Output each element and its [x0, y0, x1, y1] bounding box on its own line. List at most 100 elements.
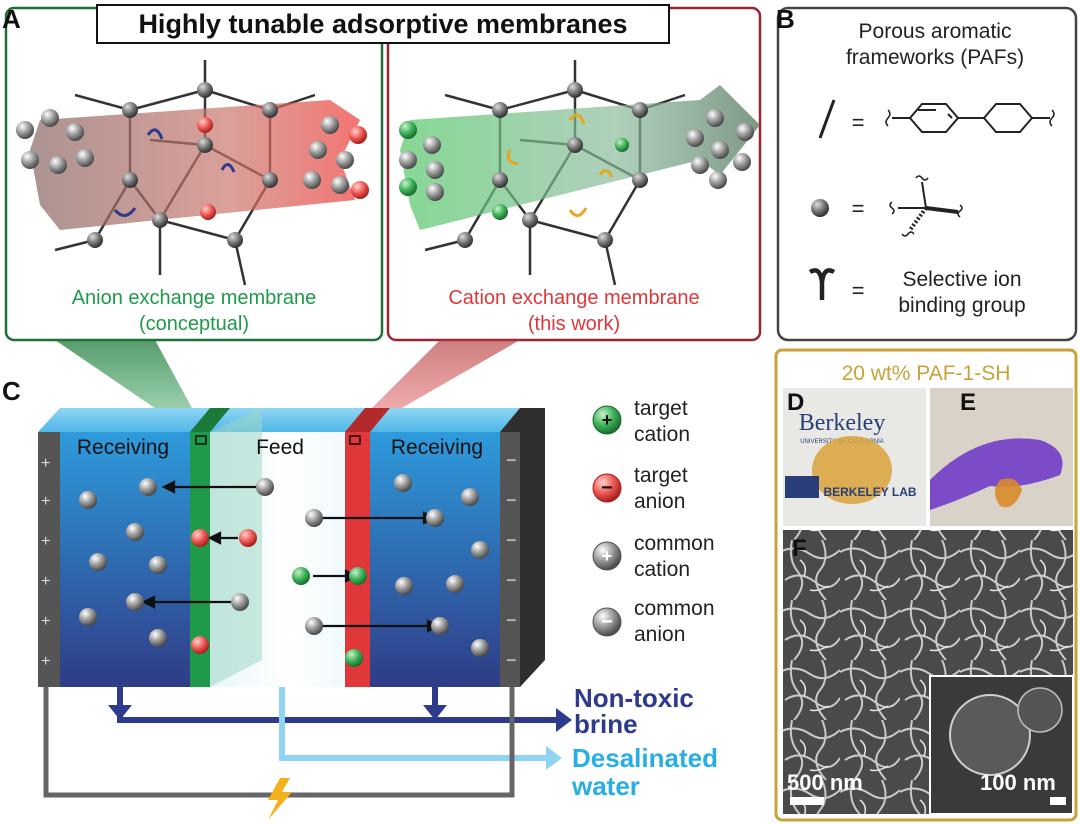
ion-legend: + target cation − target anion + common … [592, 397, 715, 646]
anion-lattice-nodes [87, 82, 278, 248]
svg-text:+: + [602, 410, 613, 430]
svg-text:+: + [41, 653, 50, 670]
common-anion-icon [592, 607, 622, 637]
brine-label-line1: Non-toxic [574, 683, 694, 713]
gloved-hand [930, 438, 1063, 510]
panel-b: Porous aromatic frameworks (PAFs) = = [776, 6, 1078, 342]
svg-text:+: + [41, 573, 50, 590]
legend-target-cation-1: target [634, 397, 688, 420]
water-line [279, 687, 550, 761]
water-label-line2: water [571, 771, 640, 801]
cation-flow-arrow [400, 85, 760, 230]
right-electrode-face [500, 432, 520, 687]
binding-group-label-line1: Selective ion [902, 268, 1021, 291]
cell-ions [79, 474, 489, 667]
left-receiving-chamber [60, 432, 190, 687]
cation-right-ions [686, 109, 754, 189]
svg-text:+: + [602, 546, 613, 566]
receiving-right-label: Receiving [391, 436, 483, 459]
binding-group-symbol [808, 268, 836, 300]
legend-common-cation-2: cation [634, 558, 690, 581]
brine-arrow-head [556, 708, 572, 732]
anion-left-ions [16, 109, 94, 174]
svg-text:−: − [506, 570, 517, 590]
brine-label-line2: brine [574, 709, 638, 739]
paf-title-line1: Porous aromatic [859, 20, 1012, 43]
anion-membrane-top [190, 408, 230, 432]
left-electrode-plus-signs: + + + + + + [41, 455, 50, 670]
left-electrode [38, 432, 60, 687]
panel-label-f: F [792, 535, 807, 562]
panel-c: C +++ +++ −−− −−− Receiving Feed Rec [2, 376, 718, 820]
water-arrow-head [546, 746, 562, 770]
panel-label-b: B [776, 4, 795, 34]
svg-text:−: − [601, 611, 613, 633]
equals-sign-1: = [852, 110, 865, 135]
paf-membrane-disc [812, 436, 892, 504]
paf-legend-frame [776, 6, 1078, 342]
anion-membrane-side [210, 408, 262, 687]
brine-arrow-right [423, 705, 447, 720]
lightning-bolt-icon [268, 778, 292, 820]
cell-top-face [38, 408, 540, 432]
target-anion-icon [592, 473, 622, 503]
svg-text:−: − [506, 490, 517, 510]
panel-def: 20 wt% PAF-1-SH Berkeley UNIVERSITY OF C… [774, 348, 1078, 822]
anion-binding-groups [113, 128, 236, 217]
right-electrode-minus-signs: −−− −−− [506, 450, 517, 670]
berkeley-lab-text: BERKELEY LAB [823, 485, 916, 499]
panel-label-d: D [787, 389, 804, 416]
svg-text:−: − [506, 530, 517, 550]
brine-line [117, 687, 560, 723]
svg-text:+: + [41, 533, 50, 550]
strut-symbol [818, 99, 836, 139]
berkeley-wordmark: Berkeley [799, 410, 886, 436]
anion-membrane-marker [195, 435, 207, 445]
svg-text:−: − [506, 650, 517, 670]
equals-sign-3: = [852, 278, 865, 303]
cation-left-ions [399, 121, 629, 220]
panel-label-e: E [960, 389, 976, 416]
binding-group-label-line2: binding group [898, 294, 1025, 317]
common-cation-icon [592, 541, 622, 571]
equals-sign-2: = [852, 196, 865, 221]
receiving-left-label: Receiving [77, 436, 169, 459]
svg-text:+: + [41, 455, 50, 472]
sem-inset-particle-2 [1017, 687, 1063, 733]
cation-binding-groups [506, 113, 614, 217]
legend-common-anion-1: common [634, 597, 715, 620]
figure-title: Highly tunable adsorptive membranes [96, 4, 670, 44]
cation-membrane-sublabel: (this work) [528, 313, 620, 335]
cation-membrane-marker [349, 435, 361, 445]
svg-text:−: − [601, 477, 613, 499]
panel-label-a: A [2, 4, 21, 34]
tetrahedral-center-structure [889, 175, 963, 237]
target-cation-icon [592, 405, 622, 435]
anion-membrane-sublabel: (conceptual) [139, 313, 249, 335]
svg-text:+: + [41, 493, 50, 510]
water-label-line1: Desalinated [572, 743, 718, 773]
legend-target-anion-2: anion [634, 490, 685, 513]
anion-right-ions [197, 116, 369, 220]
cation-membrane-top [345, 408, 390, 432]
anion-exchange-membrane [190, 432, 210, 687]
sem-inset-particle [949, 694, 1031, 776]
panel-a: Anion exchange membrane (conceptual) Cat… [4, 6, 762, 342]
anion-flow-arrow [30, 100, 360, 230]
biphenyl-structure [885, 103, 1055, 133]
brine-arrow-left [108, 705, 132, 720]
scale-bar-inset-label: 100 nm [980, 770, 1056, 795]
cation-exchange-membrane [345, 432, 370, 687]
legend-common-anion-2: anion [634, 623, 685, 646]
photo-header: 20 wt% PAF-1-SH [842, 362, 1011, 385]
cation-membrane-label: Cation exchange membrane [448, 287, 699, 309]
berkeley-lab-logo [785, 476, 819, 498]
node-symbol [811, 199, 829, 217]
scale-bar-inset [1050, 797, 1066, 805]
legend-target-anion-1: target [634, 464, 688, 487]
scale-bar-main [790, 797, 824, 805]
svg-text:+: + [41, 613, 50, 630]
legend-target-cation-2: cation [634, 423, 690, 446]
paf-title-line2: frameworks (PAFs) [846, 46, 1024, 69]
